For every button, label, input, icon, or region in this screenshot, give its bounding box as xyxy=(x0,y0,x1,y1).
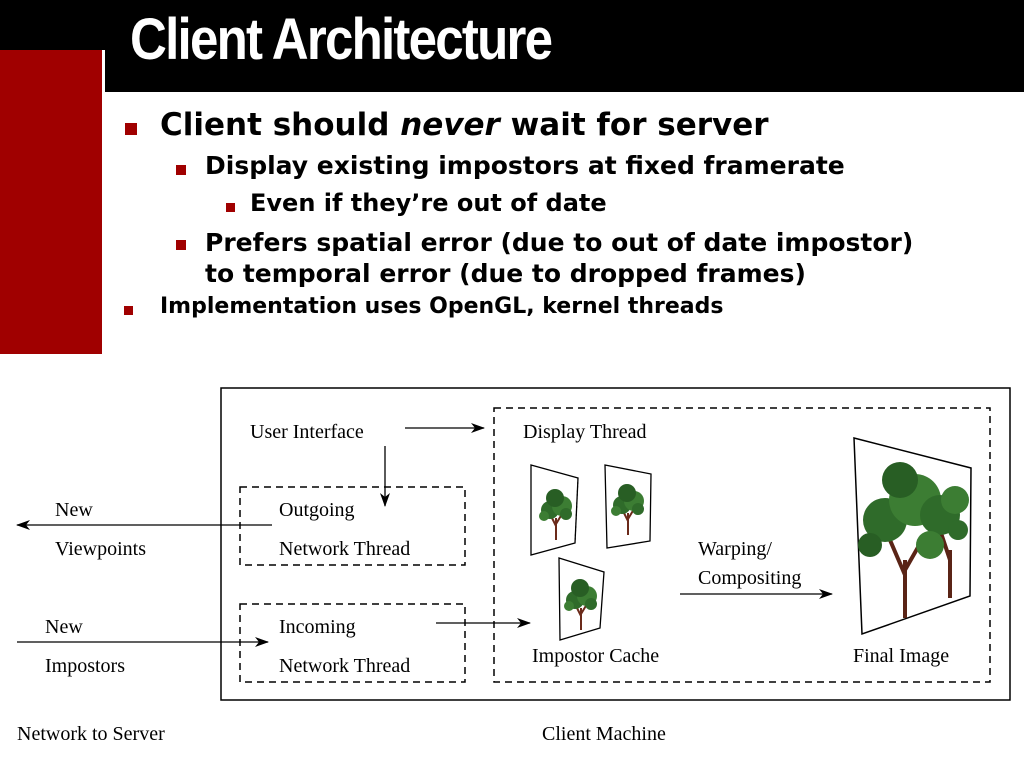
incoming-label: Incoming xyxy=(279,616,356,638)
bullet-marker xyxy=(124,306,133,315)
incoming-thread-box xyxy=(239,603,466,683)
new-impostors-label-1: New xyxy=(45,616,83,638)
new-viewpoints-label-1: New xyxy=(55,499,93,521)
network-to-server-label: Network to Server xyxy=(17,723,165,745)
incoming-thread-label: Network Thread xyxy=(279,655,410,677)
new-viewpoints-label-2: Viewpoints xyxy=(55,538,146,560)
outgoing-thread-box xyxy=(239,486,466,566)
bullet-display-impostors: Display existing impostors at fixed fram… xyxy=(205,151,845,180)
outgoing-thread-label: Network Thread xyxy=(279,538,410,560)
bullet-marker xyxy=(176,165,186,175)
impostor-card xyxy=(604,464,652,549)
bullet-spatial-error: Prefers spatial error (due to out of dat… xyxy=(205,228,914,288)
slide-title: Client Architecture xyxy=(130,7,553,72)
warping-label-1: Warping/ xyxy=(698,538,772,560)
bullet-marker xyxy=(125,123,137,135)
impostor-card xyxy=(558,557,605,641)
red-accent-block xyxy=(0,50,105,354)
outgoing-label: Outgoing xyxy=(279,499,355,521)
client-machine-label: Client Machine xyxy=(542,723,666,745)
display-thread-label: Display Thread xyxy=(523,421,647,443)
user-interface-label: User Interface xyxy=(250,421,364,443)
bullet-client-never-wait: Client should never wait for server xyxy=(160,107,769,143)
warping-label-2: Compositing xyxy=(698,567,801,589)
client-machine-box xyxy=(220,387,1011,701)
bullet-marker xyxy=(226,203,235,212)
title-bar xyxy=(0,0,1024,92)
bullet-implementation: Implementation uses OpenGL, kernel threa… xyxy=(160,294,724,319)
bullet-out-of-date: Even if they’re out of date xyxy=(250,189,607,217)
impostor-cache-label: Impostor Cache xyxy=(532,645,659,667)
tree-icon xyxy=(858,462,969,618)
new-impostors-label-2: Impostors xyxy=(45,655,125,677)
bullet-marker xyxy=(176,240,186,250)
impostor-card xyxy=(530,464,579,556)
final-image-label: Final Image xyxy=(853,645,949,667)
final-image-frame xyxy=(853,437,972,636)
